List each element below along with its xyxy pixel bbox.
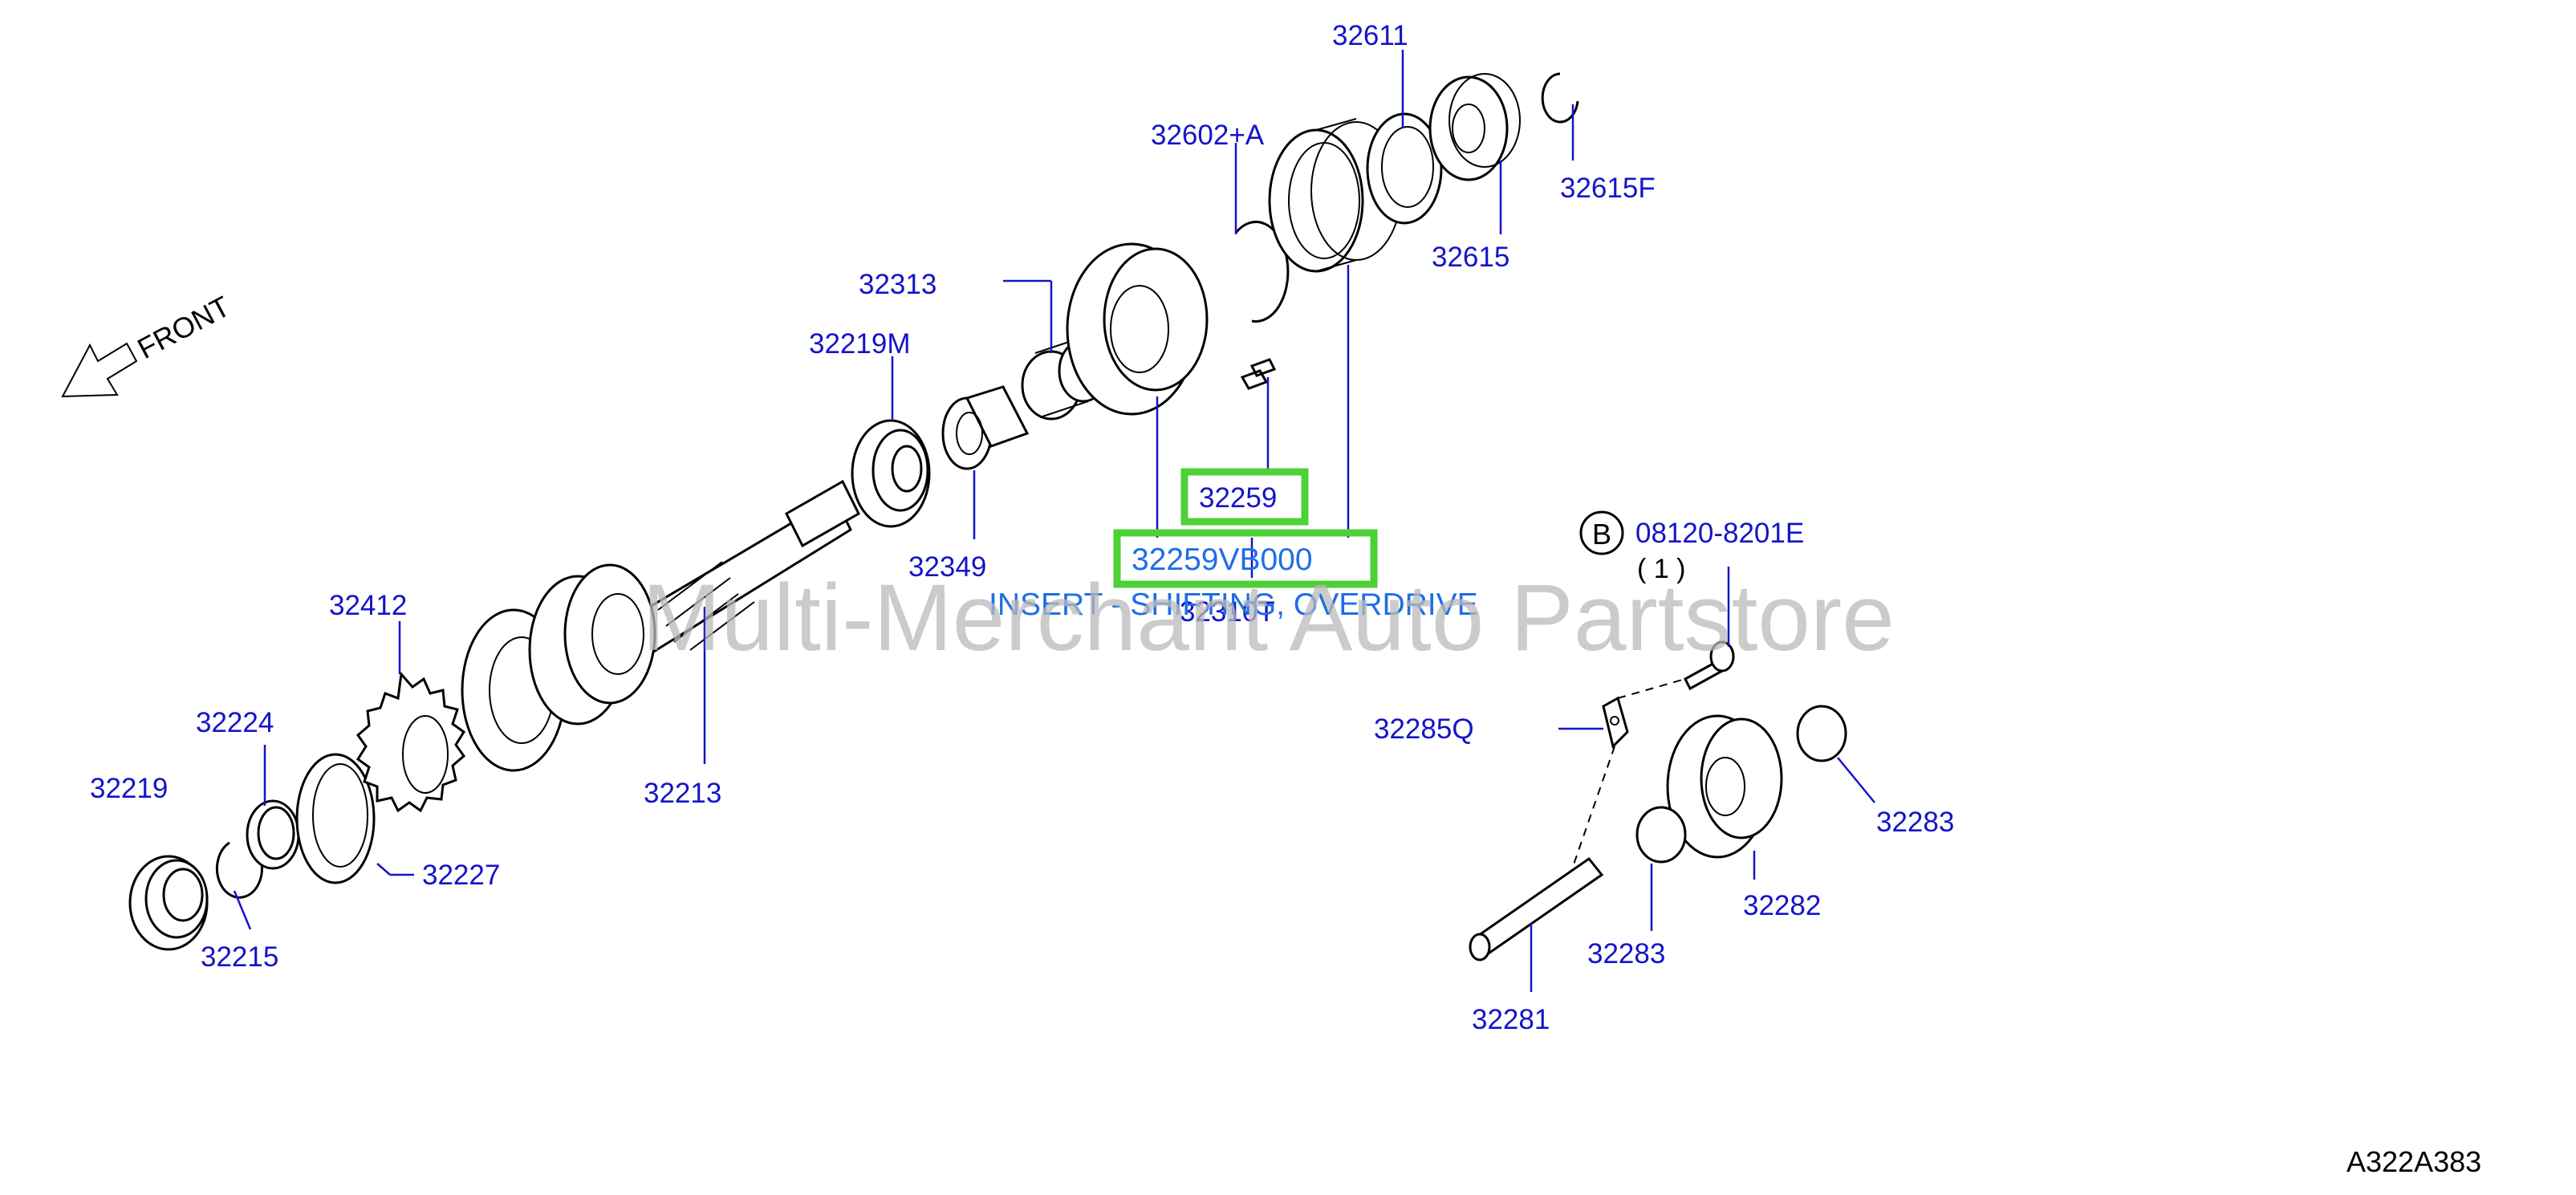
highlight-part-box <box>1180 468 1309 526</box>
part-label-32281[interactable]: 32281 <box>1472 1004 1550 1035</box>
part-label-32285Q[interactable]: 32285Q <box>1374 713 1474 745</box>
front-label: FRONT <box>132 290 236 365</box>
diagram-code: A322A383 <box>2346 1145 2481 1178</box>
callout-part-number[interactable]: 08120-8201E <box>1635 518 1804 549</box>
callout-qty: ( 1 ) <box>1637 554 1685 584</box>
highlight-description: INSERT - SHIFTING, OVERDRIVE <box>989 587 1478 622</box>
highlight-part-number-box <box>1113 529 1378 588</box>
part-label-32224[interactable]: 32224 <box>196 707 274 738</box>
part-label-32219M[interactable]: 32219M <box>809 328 910 360</box>
part-label-32615F[interactable]: 32615F <box>1560 173 1656 204</box>
part-label-32213[interactable]: 32213 <box>644 778 721 809</box>
part-label-32219[interactable]: 32219 <box>90 773 168 804</box>
part-label-32615[interactable]: 32615 <box>1432 242 1509 273</box>
part-label-32602A[interactable]: 32602+A <box>1151 120 1265 151</box>
part-label-32283-right[interactable]: 32283 <box>1876 807 1954 838</box>
watermark-text: Multi-Merchant Auto Partstore <box>642 565 1895 671</box>
leader-lines <box>233 50 1875 992</box>
callout-b: B <box>1579 510 1624 555</box>
part-label-32282[interactable]: 32282 <box>1743 890 1821 921</box>
front-arrow-icon <box>61 342 138 398</box>
part-label-32227[interactable]: 32227 <box>422 860 500 891</box>
part-label-32283-left[interactable]: 32283 <box>1587 938 1665 969</box>
highlight-part-label[interactable]: 32259 <box>1199 482 1277 514</box>
mainshaft-line-art <box>128 72 1579 951</box>
part-label-32313[interactable]: 32313 <box>859 269 937 300</box>
part-label-32611[interactable]: 32611 <box>1332 20 1408 51</box>
highlight-part-number[interactable]: 32259VB000 <box>1132 543 1313 577</box>
idler-line-art <box>1469 640 1847 961</box>
part-label-32215[interactable]: 32215 <box>201 941 278 973</box>
part-label-32310T[interactable]: 32310T <box>1180 596 1275 628</box>
callout-symbol: B <box>1592 518 1611 551</box>
part-label-32412[interactable]: 32412 <box>329 590 407 621</box>
part-label-32349[interactable]: 32349 <box>908 551 986 583</box>
